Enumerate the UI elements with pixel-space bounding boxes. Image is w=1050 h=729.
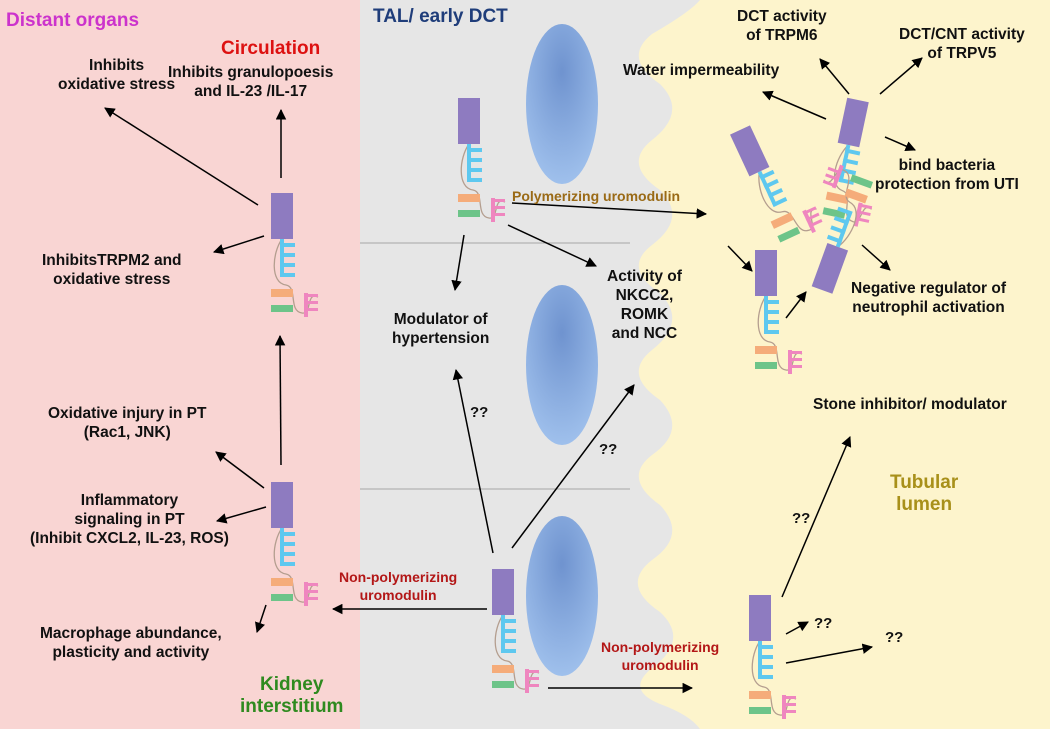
label-inflammatory-signaling: Inflammatory signaling in PT (Inhibit CX… xyxy=(30,492,229,547)
label-dct-trpm6: DCT activity of TRPM6 xyxy=(737,8,827,44)
label-inhibits-oxidative-stress: Inhibits oxidative stress xyxy=(58,57,176,93)
label-negative-regulator: Negative regulator of neutrophil activat… xyxy=(851,280,1007,316)
unknown-marker: ?? xyxy=(814,615,833,632)
lumen-region xyxy=(637,0,1050,729)
label-non-polymerizing-2: Non-polymerizing uromodulin xyxy=(601,639,720,673)
distant-organs-title: Distant organs xyxy=(6,10,139,32)
arrows xyxy=(104,57,923,694)
unknown-marker: ?? xyxy=(599,441,618,458)
label-macrophage: Macrophage abundance, plasticity and act… xyxy=(40,625,222,661)
distant-organs-text: Distant organs xyxy=(6,10,140,31)
unknown-marker: ?? xyxy=(885,629,904,646)
nucleus xyxy=(526,285,598,445)
kidney-interstitium-title: Kidney interstitium xyxy=(240,674,343,718)
unknown-marker: ?? xyxy=(792,510,811,527)
label-modulator-hypertension: Modulator of hypertension xyxy=(392,311,490,347)
nucleus xyxy=(526,516,598,676)
tal-dct-title: TAL/ early DCT xyxy=(373,6,508,28)
label-dct-cnt-trpv5: DCT/CNT activity of TRPV5 xyxy=(899,26,1025,62)
label-inhibits-granulopoesis: Inhibits granulopoesis and IL-23 /IL-17 xyxy=(168,64,334,100)
label-non-polymerizing-1: Non-polymerizing uromodulin xyxy=(339,569,458,603)
circulation-text: Circulation xyxy=(221,38,321,59)
tubular-lumen-title: Tubular lumen xyxy=(890,472,958,516)
label-water-impermeability: Water impermeability xyxy=(623,62,780,79)
label-activity-nkcc2: Activity of NKCC2, ROMK and NCC xyxy=(607,268,682,342)
kidney-interstitium-text: Kidney interstitium xyxy=(240,674,344,717)
label-bind-bacteria: bind bacteria protection from UTI xyxy=(875,157,1019,193)
label-polymerizing: Polymerizing uromodulin xyxy=(512,188,681,204)
label-stone-inhibitor: Stone inhibitor/ modulator xyxy=(813,396,1007,413)
tal-dct-text: TAL/ early DCT xyxy=(373,6,508,27)
unknown-marker: ?? xyxy=(470,404,489,421)
interstitium-region xyxy=(0,0,360,729)
label-oxidative-injury: Oxidative injury in PT (Rac1, JNK) xyxy=(48,405,207,441)
circulation-title: Circulation xyxy=(221,38,320,60)
tubular-lumen-text: Tubular lumen xyxy=(890,472,959,515)
label-inhibits-trpm2: InhibitsTRPM2 and oxidative stress xyxy=(42,252,182,288)
nucleus xyxy=(526,24,598,184)
